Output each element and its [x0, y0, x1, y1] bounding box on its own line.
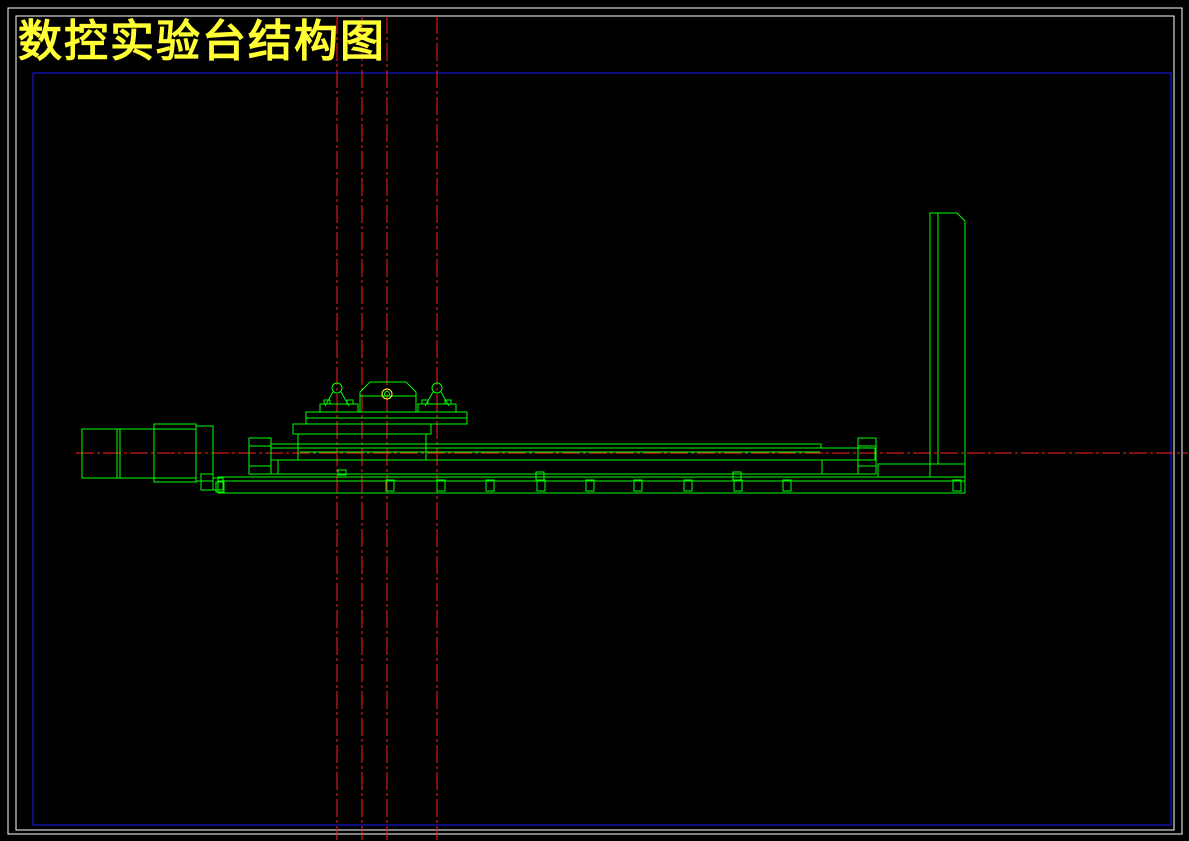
fixture-clamp-right	[417, 382, 457, 413]
base-plate	[217, 476, 966, 494]
drawing-frame	[15, 15, 1175, 831]
guide-rail	[270, 443, 876, 475]
worktable	[292, 411, 468, 461]
machine-structure	[81, 212, 966, 494]
bearing-block-right	[857, 437, 877, 475]
vise-body	[359, 381, 417, 413]
bearing-block-left	[248, 437, 272, 475]
column	[877, 212, 966, 478]
centerlines	[76, 16, 1188, 840]
drawing-title: 数控实验台结构图	[18, 16, 386, 67]
inner-frame	[32, 72, 1172, 826]
vise-pivot-hole	[381, 388, 393, 400]
servo-motor	[81, 423, 214, 483]
fixture-clamp-left	[319, 382, 359, 413]
outer-border	[7, 7, 1183, 835]
base-bolts	[215, 469, 962, 493]
